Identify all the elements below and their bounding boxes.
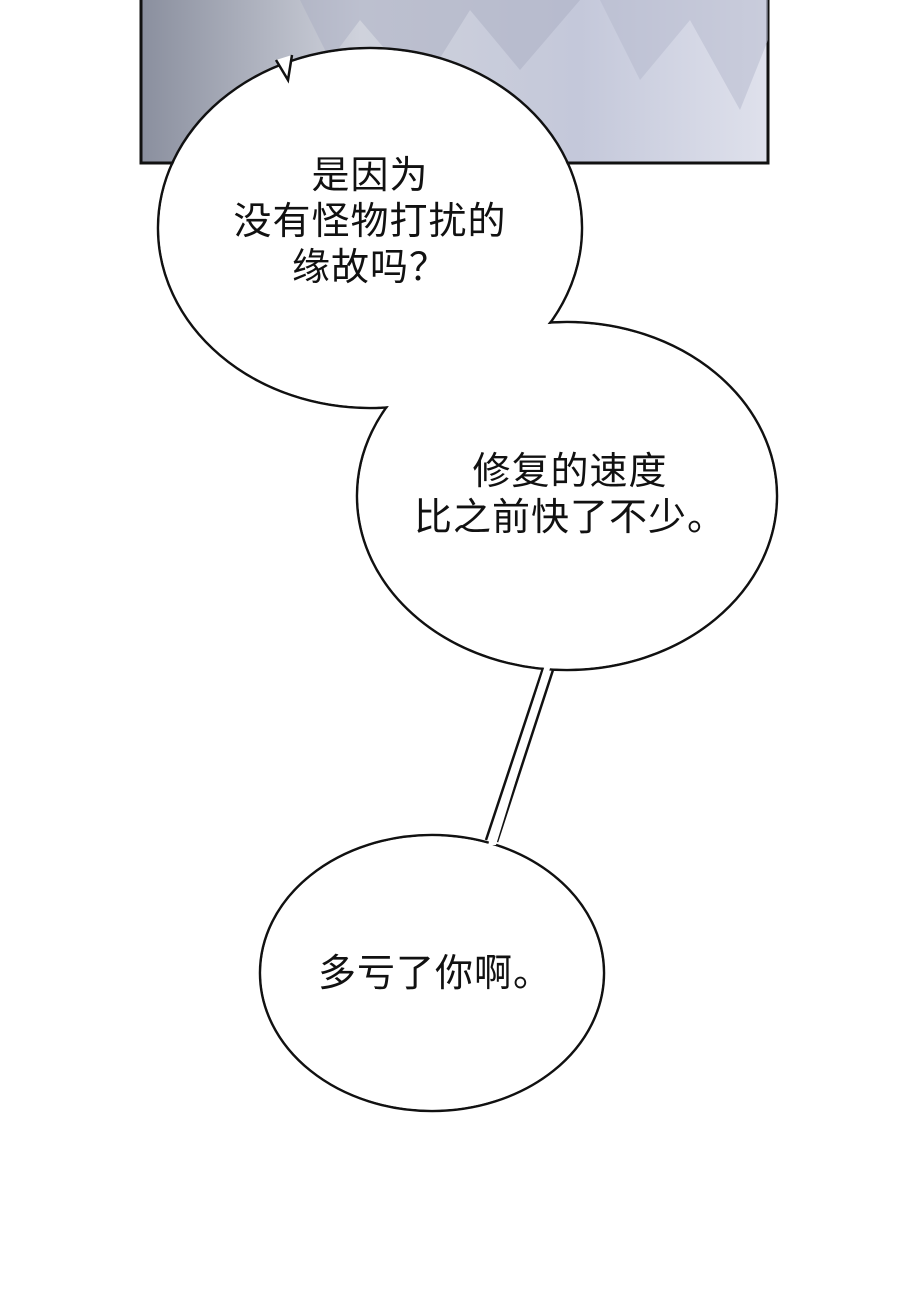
bubble-1-line-3: 缘故吗？ xyxy=(291,245,448,289)
bubble-2-line-2: 比之前快了不少。 xyxy=(413,495,726,539)
speech-bubble-3: 多亏了你啊。 xyxy=(270,950,600,996)
speech-bubble-1: 是因为 没有怪物打扰的 缘故吗？ xyxy=(190,152,550,290)
bubble-1-line-2: 没有怪物打扰的 xyxy=(233,199,507,243)
bubble-2-line-1: 修复的速度 xyxy=(472,449,668,493)
speech-bubble-2: 修复的速度 比之前快了不少。 xyxy=(390,448,750,540)
bubble-notch xyxy=(274,54,294,84)
bubble-1-line-1: 是因为 xyxy=(311,153,429,197)
speech-bubble-outlines xyxy=(156,46,779,1113)
bubble-3-line-1: 多亏了你啊。 xyxy=(317,951,552,995)
